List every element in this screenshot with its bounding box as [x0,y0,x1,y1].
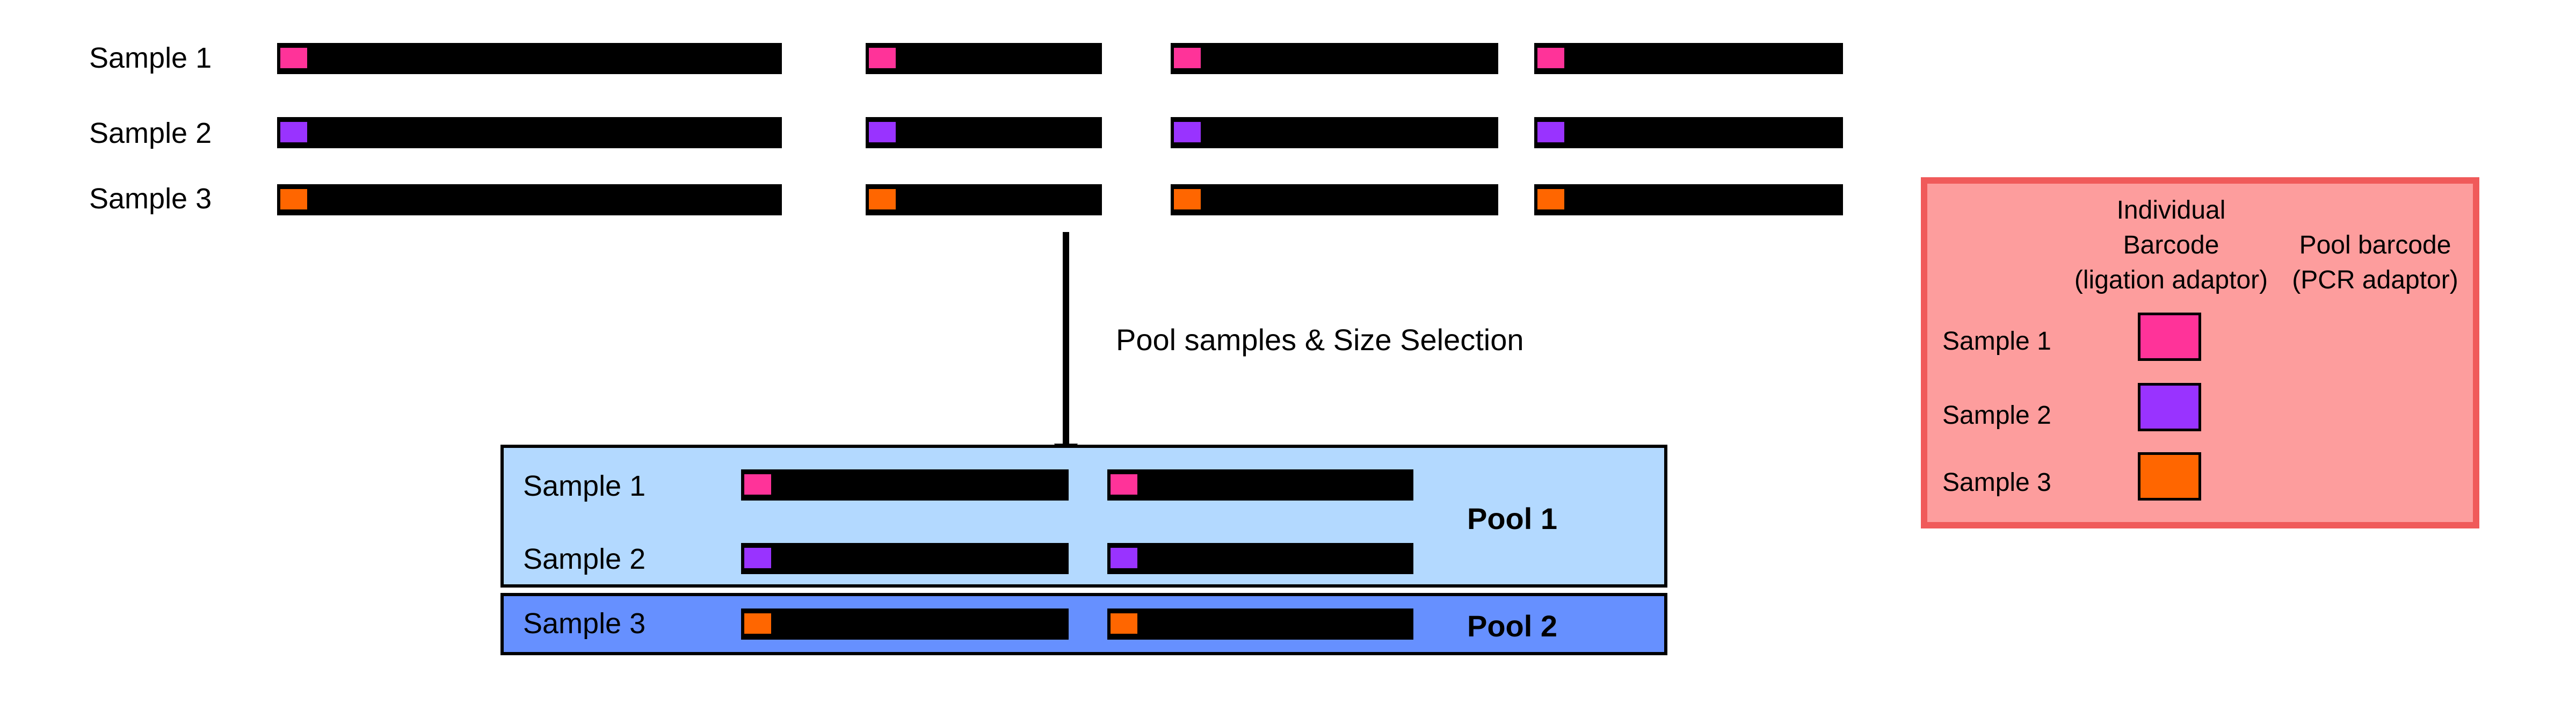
barcode-swatch [867,187,897,211]
fragment [866,184,1102,215]
legend-swatch [2138,313,2201,361]
fragment [1171,117,1498,148]
pool-title: Pool 2 [1467,609,1558,643]
pool-title: Pool 1 [1467,502,1558,535]
fragment [1534,43,1843,74]
legend-header-pool-barcode: Pool barcode (PCR adaptor) [2292,231,2458,294]
barcode-swatch [1109,612,1139,635]
arrow-label: Pool samples & Size Selection [1116,323,1524,357]
legend-row-label: Sample 2 [1942,401,2051,430]
fragment [277,43,782,74]
barcode-swatch [279,120,309,144]
fragment [866,117,1102,148]
barcode-swatch [743,473,773,496]
legend-row-label: Sample 3 [1942,468,2051,497]
barcode-swatch [1109,546,1139,570]
sample-label: Sample 2 [89,117,212,149]
sample-label: Sample 1 [523,470,646,502]
barcode-swatch [867,120,897,144]
legend-box: Individual Barcode (ligation adaptor) Po… [1921,177,2479,528]
barcode-swatch [279,46,309,70]
barcode-swatch [1172,46,1202,70]
fragment [1107,469,1413,501]
legend-swatch [2138,452,2201,501]
fragment [277,117,782,148]
sample-label: Sample 3 [523,607,646,640]
barcode-swatch [1536,187,1566,211]
sample-label: Sample 3 [89,183,212,215]
barcode-swatch [867,46,897,70]
fragment [1171,184,1498,215]
sample-label: Sample 2 [523,543,646,575]
barcode-swatch [1536,46,1566,70]
fragment [741,543,1069,574]
barcode-swatch [743,546,773,570]
fragment [1534,117,1843,148]
fragment [866,43,1102,74]
pool-2-box: Sample 3 Pool 2 [500,593,1667,655]
barcode-swatch [743,612,773,635]
barcode-swatch [1172,187,1202,211]
sample-label: Sample 1 [89,42,212,74]
fragment [1171,43,1498,74]
barcode-swatch [1536,120,1566,144]
fragment [1107,608,1413,640]
legend-row-label: Sample 1 [1942,327,2051,356]
fragment [741,469,1069,501]
barcode-swatch [279,187,309,211]
fragment [277,184,782,215]
barcode-swatch [1109,473,1139,496]
fragment [1107,543,1413,574]
legend-swatch [2138,383,2201,431]
barcode-swatch [1172,120,1202,144]
fragment [1534,184,1843,215]
legend-header-individual-barcode: Individual Barcode (ligation adaptor) [2074,196,2268,294]
pooling-arrow [1063,232,1069,445]
fragment [741,608,1069,640]
pool-1-box: Sample 1 Sample 2 Pool 1 [500,445,1667,588]
